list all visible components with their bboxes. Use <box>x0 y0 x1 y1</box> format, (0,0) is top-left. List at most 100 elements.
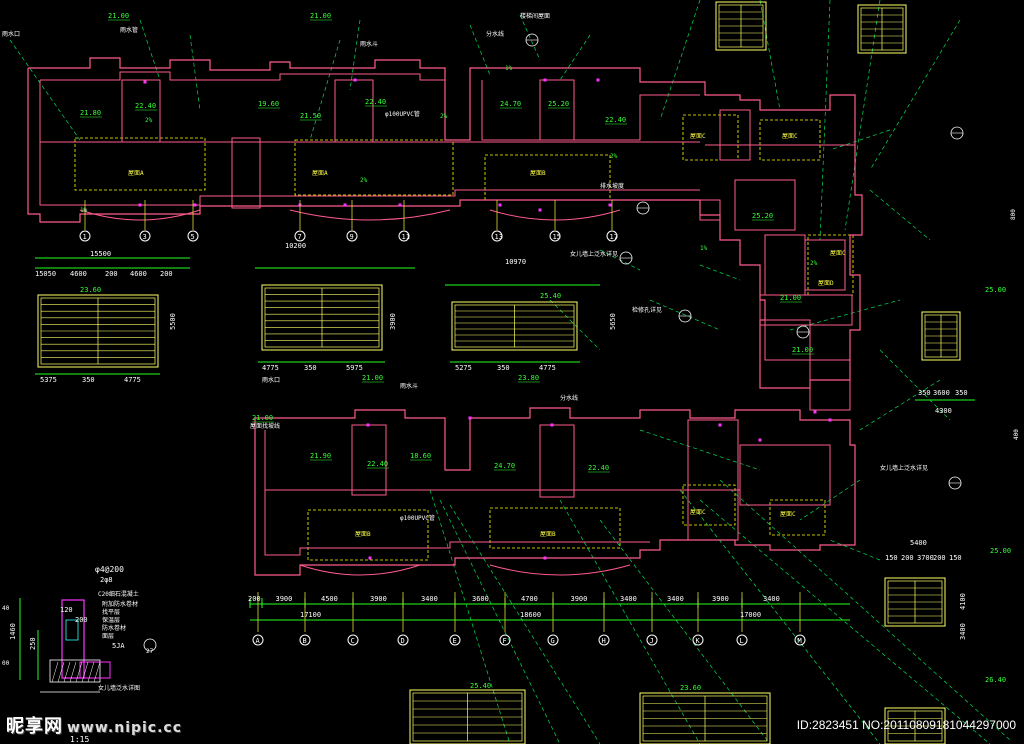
right-dim-8: 200 <box>933 554 946 562</box>
upper-room-1: 屋面A <box>312 170 328 177</box>
grid-bubble-top-6-circle <box>491 230 503 242</box>
lower-note-1: 屋面找坡线 <box>250 422 280 430</box>
lower-note-2: φ100UPVC管 <box>400 514 435 522</box>
drain-marker-13 <box>366 423 370 427</box>
span-label-7: 10970 <box>505 258 526 266</box>
span-label-2: 4600 <box>70 270 87 278</box>
upper-note-6: 排水坡度 <box>600 182 624 190</box>
detail-layer-0: 附加防水卷材 <box>102 600 138 608</box>
grid-bubble-bottom-2-label: C <box>351 637 355 645</box>
edge-label-l2: 00 <box>2 660 10 667</box>
leader-line-5 <box>469 24 491 76</box>
grid-bubble-top-0-circle <box>79 230 91 242</box>
right-dim-10: 4100 <box>959 593 967 610</box>
grid-bubble-top-2-circle <box>187 230 199 242</box>
bay-arc-upper-0 <box>79 209 201 221</box>
stair-box-4 <box>231 137 261 209</box>
leader-line-29 <box>699 264 741 281</box>
lower-elev-5: 22.40 <box>588 464 609 472</box>
watermark-logo-text: 昵享网 <box>6 716 63 737</box>
vent-elev-a-2: 23.60 <box>680 684 701 692</box>
leader-line-3 <box>309 39 341 141</box>
bottom-total-label-1: 18600 <box>520 611 541 619</box>
stair-box-2 <box>334 79 374 143</box>
bottom-dim-label-11: 3400 <box>763 595 780 603</box>
upper-slope-3: 1% <box>505 65 513 72</box>
vent-dim-a-1: 350 <box>82 376 95 384</box>
dashed-area-7 <box>489 507 621 549</box>
leader-line-19 <box>439 499 561 744</box>
lower-note-5: 分水线 <box>560 394 578 402</box>
grid-bubble-top-1-label: 3 <box>143 233 147 241</box>
detail-rebar: φ4@200 <box>95 565 124 574</box>
drain-marker-10 <box>353 78 357 82</box>
bottom-dim-label-0: 200 <box>248 595 261 603</box>
dashed-area-1 <box>294 139 454 196</box>
leader-line-23 <box>679 489 881 744</box>
grid-bubble-bottom-8-label: J <box>650 637 654 645</box>
detail-ref-sheet: 27 <box>146 648 154 655</box>
vent-block-bottom-2-frame <box>639 692 771 744</box>
dimension-layer <box>19 19 975 680</box>
span-label-1: 15050 <box>35 270 56 278</box>
upper-room-5: 屋面C <box>830 250 846 257</box>
upper-note-0: 雨水口 <box>2 30 20 38</box>
vent-elev-b-2: 25.40 <box>470 682 491 690</box>
upper-slope-2: 2% <box>360 177 368 184</box>
bottom-total-label-2: 17000 <box>740 611 761 619</box>
right-room-2 <box>764 234 806 296</box>
bottom-dim-label-1: 3900 <box>276 595 293 603</box>
right-dim-1: 3600 <box>933 389 950 397</box>
upper-plan-parapet-line <box>40 71 445 81</box>
drain-marker-1 <box>343 203 347 207</box>
lower-room-0: 屋面B <box>355 531 371 538</box>
upper-elev-3: 19.60 <box>258 100 279 108</box>
grid-bubble-top-1-circle <box>139 230 151 242</box>
dashed-area-8 <box>682 484 736 526</box>
leader-line-10 <box>819 0 831 241</box>
leader-line-13 <box>829 129 891 151</box>
grid-bubble-top-8-label: 17 <box>610 233 618 241</box>
detail-rebar2: 2φ8 <box>100 576 113 584</box>
drain-marker-15 <box>368 556 372 560</box>
detail-scale: 1:15 <box>70 735 89 744</box>
leader-line-9 <box>759 0 781 111</box>
leader-line-0 <box>9 39 81 141</box>
detail-hatch-5 <box>81 661 89 683</box>
lower-right-room <box>739 444 831 506</box>
detail-layer-1: 找平层 <box>102 608 120 616</box>
right-dim-3: 4300 <box>935 407 952 415</box>
leader-line-27 <box>789 299 901 331</box>
grid-bubble-bottom-6-label: G <box>551 637 555 645</box>
detail-hatch-2 <box>63 661 71 683</box>
right-dim-5: 150 <box>885 554 898 562</box>
drain-marker-20 <box>828 418 832 422</box>
dashed-area-3 <box>682 114 739 161</box>
vent-block-bottom-right-frame <box>884 707 946 744</box>
grid-bubble-bottom-2-circle <box>347 634 359 646</box>
grid-bubble-top-5-circle <box>398 230 410 242</box>
right-dim-7: 3700 <box>917 554 934 562</box>
span-label-4: 4600 <box>130 270 147 278</box>
grid-bubble-top-8-circle <box>606 230 618 242</box>
detail-hatch-1 <box>57 661 65 683</box>
leader-line-1 <box>139 19 161 81</box>
grid-bubble-bottom-0-label: A <box>256 637 261 645</box>
lower-note-4: 雨水斗 <box>400 382 418 390</box>
upper-elev-4: 21.80 <box>80 109 101 117</box>
detail-note: 女儿墙泛水详图 <box>98 684 140 692</box>
drain-marker-11 <box>543 78 547 82</box>
upper-elev-0: 21.00 <box>108 12 129 20</box>
bay-arc-upper-1 <box>289 209 451 221</box>
grid-bubble-bottom-6-circle <box>547 634 559 646</box>
lower-stair-2 <box>539 424 575 498</box>
tower-box-2 <box>699 199 721 221</box>
upper-slope-0: 2% <box>145 117 153 124</box>
upper-elev-10: 25.20 <box>752 212 773 220</box>
leader-line-31 <box>869 189 931 241</box>
right-dim-6: 200 <box>901 554 914 562</box>
grid-bubble-top-3-label: 7 <box>298 233 302 241</box>
grid-bubble-bottom-5-circle <box>499 634 511 646</box>
drain-marker-17 <box>718 423 722 427</box>
